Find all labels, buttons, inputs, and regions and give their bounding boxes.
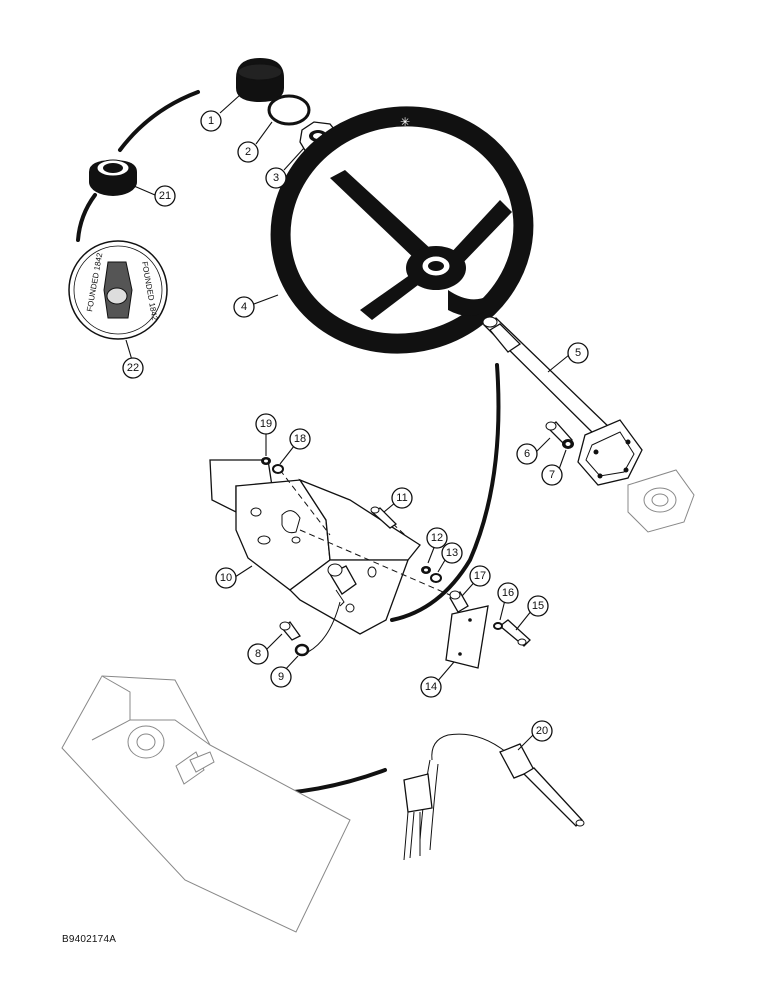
svg-text:16: 16 <box>502 587 514 599</box>
callout-22: 22 <box>122 357 144 379</box>
mounting-bracket <box>209 459 421 635</box>
callout-3: 3 <box>265 167 287 189</box>
flow-arc-cap-to-bearing <box>118 90 200 152</box>
svg-text:✳: ✳ <box>400 115 410 129</box>
svg-text:18: 18 <box>294 433 306 445</box>
callout-5: 5 <box>567 342 589 364</box>
bracket-bolt <box>370 506 398 529</box>
svg-text:8: 8 <box>255 648 261 660</box>
bracket-washer <box>272 464 284 474</box>
svg-text:14: 14 <box>425 681 437 693</box>
svg-text:22: 22 <box>127 362 139 374</box>
column-washer <box>562 439 574 449</box>
steering-wheel: ✳ <box>270 106 534 354</box>
callout-1: 1 <box>200 110 222 132</box>
callout-6: 6 <box>516 443 538 465</box>
turn-signal-switch <box>403 733 585 861</box>
svg-text:4: 4 <box>241 301 247 313</box>
flow-arc-bearing-to-medallion <box>76 193 97 242</box>
alignment-line-c <box>377 509 406 536</box>
spacer-sleeve <box>449 590 469 613</box>
console-housing <box>61 675 351 933</box>
callout-16: 16 <box>497 582 519 604</box>
callout-9: 9 <box>270 666 292 688</box>
callout-20: 20 <box>531 720 553 742</box>
svg-text:7: 7 <box>549 469 555 481</box>
svg-text:6: 6 <box>524 448 530 460</box>
svg-text:5: 5 <box>575 347 581 359</box>
callout-8: 8 <box>247 643 269 665</box>
svg-text:17: 17 <box>474 570 486 582</box>
lower-bolt <box>279 621 301 641</box>
plate-washer <box>493 622 503 630</box>
callout-15: 15 <box>527 595 549 617</box>
svg-text:3: 3 <box>273 172 279 184</box>
flow-arc-wheel-to-bracket <box>390 363 501 622</box>
bracket-nut <box>261 457 271 465</box>
svg-text:10: 10 <box>220 572 232 584</box>
callout-10: 10 <box>215 567 237 589</box>
callout-7: 7 <box>541 464 563 486</box>
svg-text:13: 13 <box>446 547 458 559</box>
alignment-line-a <box>279 469 331 536</box>
svg-text:20: 20 <box>536 725 548 737</box>
steering-column <box>482 316 643 486</box>
lock-nut <box>421 566 431 574</box>
column-mount-reference <box>627 469 695 533</box>
svg-text:11: 11 <box>396 492 407 504</box>
svg-text:21: 21 <box>159 190 171 202</box>
o-ring <box>267 94 311 126</box>
callout-11: 11 <box>391 487 413 509</box>
drawing-id-label: B9402174A <box>62 934 117 945</box>
callout-13: 13 <box>441 542 463 564</box>
callout-18: 18 <box>289 428 311 450</box>
callout-14: 14 <box>420 676 442 698</box>
svg-text:1: 1 <box>208 115 214 127</box>
svg-text:2: 2 <box>245 146 251 158</box>
washer-to-bracket-line <box>307 601 341 653</box>
spacer-washer <box>430 573 442 583</box>
callout-12: 12 <box>426 527 448 549</box>
callout-19: 19 <box>255 413 277 435</box>
callout-21: 21 <box>154 185 176 207</box>
svg-text:19: 19 <box>260 418 272 430</box>
medallion: FOUNDED 1842 FOUNDED 1842 <box>68 240 168 340</box>
callout-2: 2 <box>237 141 259 163</box>
svg-text:15: 15 <box>532 600 544 612</box>
callout-4: 4 <box>233 296 255 318</box>
bearing <box>89 159 137 196</box>
switch-plate <box>445 605 489 669</box>
alignment-line-b <box>299 529 451 596</box>
svg-text:12: 12 <box>431 532 443 544</box>
svg-text:9: 9 <box>278 671 284 683</box>
horn-cap <box>236 58 284 102</box>
lower-washer <box>294 643 310 657</box>
plate-screw <box>498 619 531 647</box>
callout-17: 17 <box>469 565 491 587</box>
